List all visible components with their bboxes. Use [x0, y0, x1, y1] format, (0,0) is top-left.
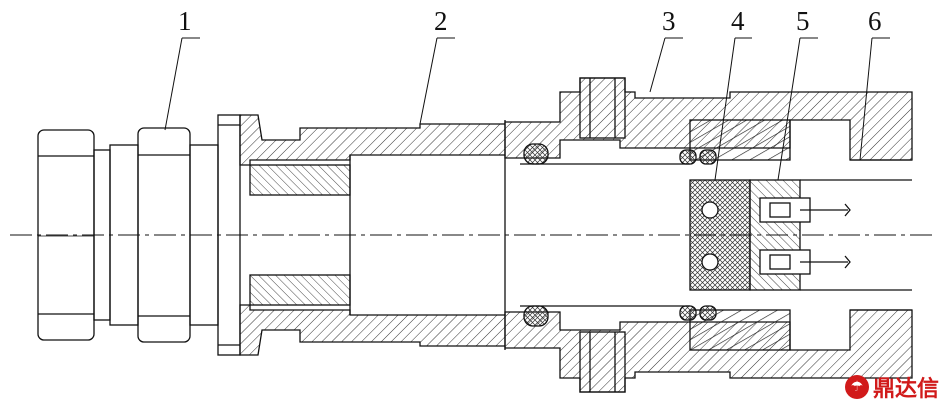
- callout-5: 5: [796, 6, 810, 36]
- part-3-coupling: [504, 77, 913, 393]
- callout-2: 2: [434, 6, 448, 36]
- callout-6: 6: [868, 6, 882, 36]
- callout-1: 1: [178, 6, 192, 36]
- callout-4: 4: [731, 6, 745, 36]
- part-2-body: [239, 114, 506, 356]
- part-5-contacts: [749, 179, 851, 291]
- callout-3: 3: [662, 6, 676, 36]
- watermark-text: 鼎达信: [872, 377, 939, 402]
- watermark-logo: ☂ 鼎达信: [844, 371, 939, 403]
- callout-leaders: [164, 37, 890, 181]
- umbrella-logo-icon: ☂: [844, 375, 869, 399]
- part-6-sleeve: [800, 179, 912, 291]
